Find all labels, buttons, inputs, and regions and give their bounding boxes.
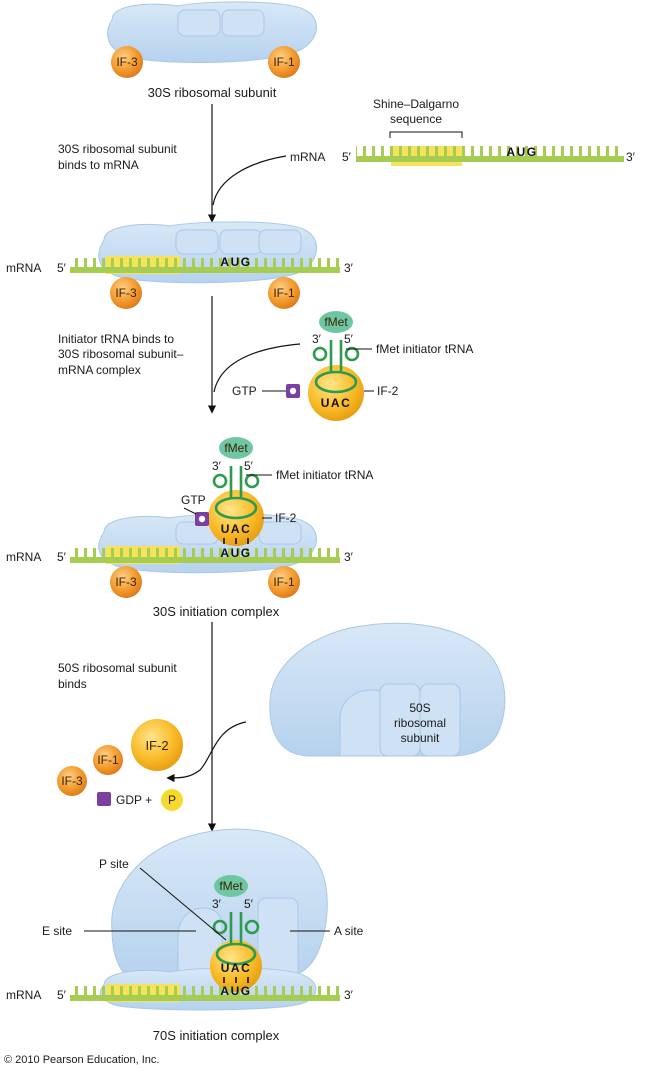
trna-3prime-70s: 3′ bbox=[212, 897, 222, 911]
mrna-5prime-4: 5′ bbox=[57, 988, 67, 1002]
step3-line2: binds bbox=[58, 677, 87, 691]
if1-factor-2 bbox=[268, 277, 300, 309]
30s-initiation-complex: fMet 3′ 5′ UAC AUG IF-3 IF-1 bbox=[70, 437, 340, 598]
shine-dalgarno-label-1: Shine–Dalgarno bbox=[373, 97, 459, 111]
gdp-label: GDP + bbox=[116, 793, 152, 807]
mrna-label-4: mRNA bbox=[6, 988, 41, 1002]
fmet-bound bbox=[219, 437, 253, 459]
if3-released-label: IF-3 bbox=[61, 774, 83, 788]
if1-factor-3 bbox=[268, 566, 300, 598]
fmet-70s bbox=[214, 875, 248, 897]
if3-factor bbox=[111, 46, 143, 78]
step2-line1: Initiator tRNA binds to bbox=[58, 332, 174, 346]
50s-label-1: 50S bbox=[409, 701, 430, 715]
step1-line1: 30S ribosomal subunit bbox=[58, 142, 177, 156]
free-trna-complex: fMet 3′ 5′ UAC bbox=[286, 311, 364, 421]
copyright: © 2010 Pearson Education, Inc. bbox=[4, 1054, 159, 1066]
caption-30s-initiation: 30S initiation complex bbox=[153, 604, 280, 619]
mrna-free-label: mRNA bbox=[290, 150, 325, 164]
if3-factor-2 bbox=[110, 277, 142, 309]
a-site-label: A site bbox=[334, 924, 364, 938]
fmet-trna-label-1: fMet initiator tRNA bbox=[376, 342, 473, 356]
if2-released bbox=[131, 719, 183, 771]
trna-5prime-free: 5′ bbox=[344, 332, 354, 346]
step2-line2: 30S ribosomal subunit– bbox=[58, 347, 184, 361]
gdp-icon bbox=[97, 792, 111, 806]
uac-anticodon-free: UAC bbox=[321, 396, 352, 410]
trna-3prime-bound: 3′ bbox=[212, 459, 222, 473]
released-factors: IF-2 IF-1 IF-3 GDP + P bbox=[57, 719, 183, 811]
fmet-label-bound: fMet bbox=[224, 441, 248, 455]
fmet-label-free: fMet bbox=[324, 315, 348, 329]
if2-label-1: IF-2 bbox=[377, 384, 399, 398]
mrna-free-3prime: 3′ bbox=[626, 150, 636, 164]
trna-5prime-bound: 5′ bbox=[244, 459, 254, 473]
aug-codon-3: AUG bbox=[220, 546, 251, 560]
leader-p-site bbox=[139, 867, 227, 941]
arrow-curve-trna bbox=[213, 343, 301, 393]
if3-label-3: IF-3 bbox=[115, 575, 137, 589]
70s-initiation-complex: fMet 3′ 5′ UAC AUG bbox=[70, 828, 340, 1011]
if1-released bbox=[93, 745, 123, 775]
arrow-curve-mrna bbox=[212, 155, 287, 206]
e-site-label: E site bbox=[42, 924, 72, 938]
mrna-label-2: mRNA bbox=[6, 261, 41, 275]
p-site-label: P site bbox=[99, 857, 129, 871]
mrna-3prime-3: 3′ bbox=[344, 550, 354, 564]
arrow-release bbox=[166, 721, 247, 783]
caption-30s-subunit: 30S ribosomal subunit bbox=[148, 85, 277, 100]
phosphate bbox=[161, 789, 183, 811]
trna-3prime-free: 3′ bbox=[312, 332, 322, 346]
mrna-5prime-2: 5′ bbox=[57, 261, 67, 275]
if1-label-2: IF-1 bbox=[273, 286, 295, 300]
free-50s-subunit: 50S ribosomal subunit bbox=[269, 622, 506, 757]
if3-label: IF-3 bbox=[116, 55, 138, 69]
aug-codon-70s: AUG bbox=[220, 984, 251, 998]
leader-gtp-2 bbox=[183, 507, 197, 515]
uac-anticodon-70s: UAC bbox=[221, 961, 252, 975]
mrna-5prime-3: 5′ bbox=[57, 550, 67, 564]
gtp-label-1: GTP bbox=[232, 384, 257, 398]
if2-released-label: IF-2 bbox=[145, 738, 168, 753]
step2-line3: mRNA complex bbox=[58, 363, 141, 377]
if2-70s-site bbox=[210, 940, 262, 992]
fmet-free bbox=[319, 311, 353, 333]
if1-released-label: IF-1 bbox=[97, 753, 119, 767]
step1-line2: binds to mRNA bbox=[58, 158, 139, 172]
phosphate-label: P bbox=[168, 793, 176, 807]
shine-dalgarno-label-2: sequence bbox=[390, 112, 442, 126]
50s-label-2: ribosomal bbox=[394, 716, 446, 730]
30s-mrna-complex: AUG IF-3 IF-1 bbox=[70, 221, 340, 309]
free-30s-subunit: IF-3 IF-1 bbox=[107, 1, 317, 78]
if1-label-3: IF-1 bbox=[273, 575, 295, 589]
if1-label: IF-1 bbox=[273, 55, 295, 69]
if3-label-2: IF-3 bbox=[115, 286, 137, 300]
step3-line1: 50S ribosomal subunit bbox=[58, 661, 177, 675]
caption-70s-initiation: 70S initiation complex bbox=[153, 1028, 280, 1043]
mrna-label-3: mRNA bbox=[6, 550, 41, 564]
if2-label-2: IF-2 bbox=[275, 511, 297, 525]
if3-factor-3 bbox=[110, 566, 142, 598]
mrna-3prime-4: 3′ bbox=[344, 988, 354, 1002]
fmet-trna-label-2: fMet initiator tRNA bbox=[276, 468, 373, 482]
fmet-label-70s: fMet bbox=[219, 879, 243, 893]
mrna-3prime-2: 3′ bbox=[344, 261, 354, 275]
trna-5prime-70s: 5′ bbox=[244, 897, 254, 911]
if3-released bbox=[57, 766, 87, 796]
gtp-label-2: GTP bbox=[181, 493, 206, 507]
aug-codon-free: AUG bbox=[506, 145, 537, 159]
shine-dalgarno-bracket bbox=[389, 131, 463, 138]
mrna-free-5prime: 5′ bbox=[342, 150, 352, 164]
aug-codon-2: AUG bbox=[220, 255, 251, 269]
free-mrna: 5′ AUG 3′ bbox=[342, 145, 636, 166]
uac-anticodon-bound: UAC bbox=[221, 522, 252, 536]
50s-label-3: subunit bbox=[401, 731, 440, 745]
if1-factor bbox=[268, 46, 300, 78]
